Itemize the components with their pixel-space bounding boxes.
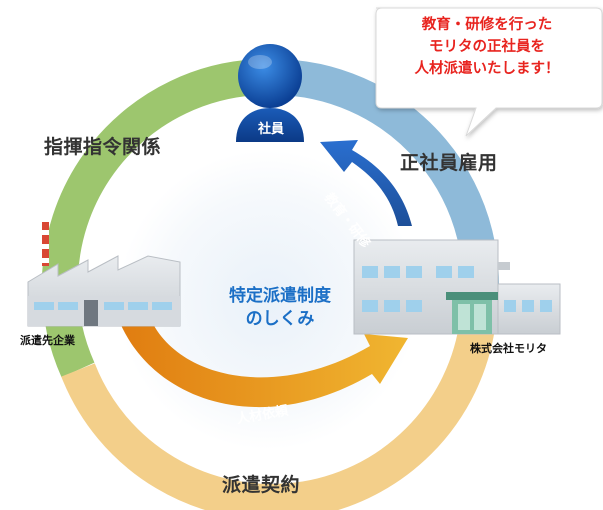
dispatch-contract-label: 派遣契約 [222, 474, 301, 496]
dispatch-contract-arc [61, 317, 496, 510]
command-relation-label: 指揮指令関係 [44, 136, 162, 158]
speech-bubble [375, 7, 603, 137]
bubble-line-1: 教育・研修を行った [421, 17, 553, 33]
morita-company-label: 株式会社モリタ [470, 342, 547, 355]
training-arrow [320, 140, 412, 226]
employee-icon [236, 44, 304, 142]
employee-label: 社員 [258, 122, 285, 137]
employment-label: 正社員雇用 [400, 152, 498, 174]
center-line-2: のしくみ [245, 309, 315, 329]
morita-building-icon [353, 239, 561, 335]
dispatch-request-arrow [118, 318, 408, 408]
speech-bubble-text: 教育・研修を行った モリタの正社員を 人材派遣いたします！ [382, 14, 592, 80]
center-line-1: 特定派遣制度 [229, 286, 331, 306]
client-factory-icon [27, 222, 181, 327]
bubble-line-3: 人材派遣いたします！ [414, 61, 560, 77]
bubble-line-2: モリタの正社員を [429, 39, 545, 55]
client-company-label: 派遣先企業 [20, 334, 75, 347]
center-title: 特定派遣制度 のしくみ [200, 285, 360, 331]
